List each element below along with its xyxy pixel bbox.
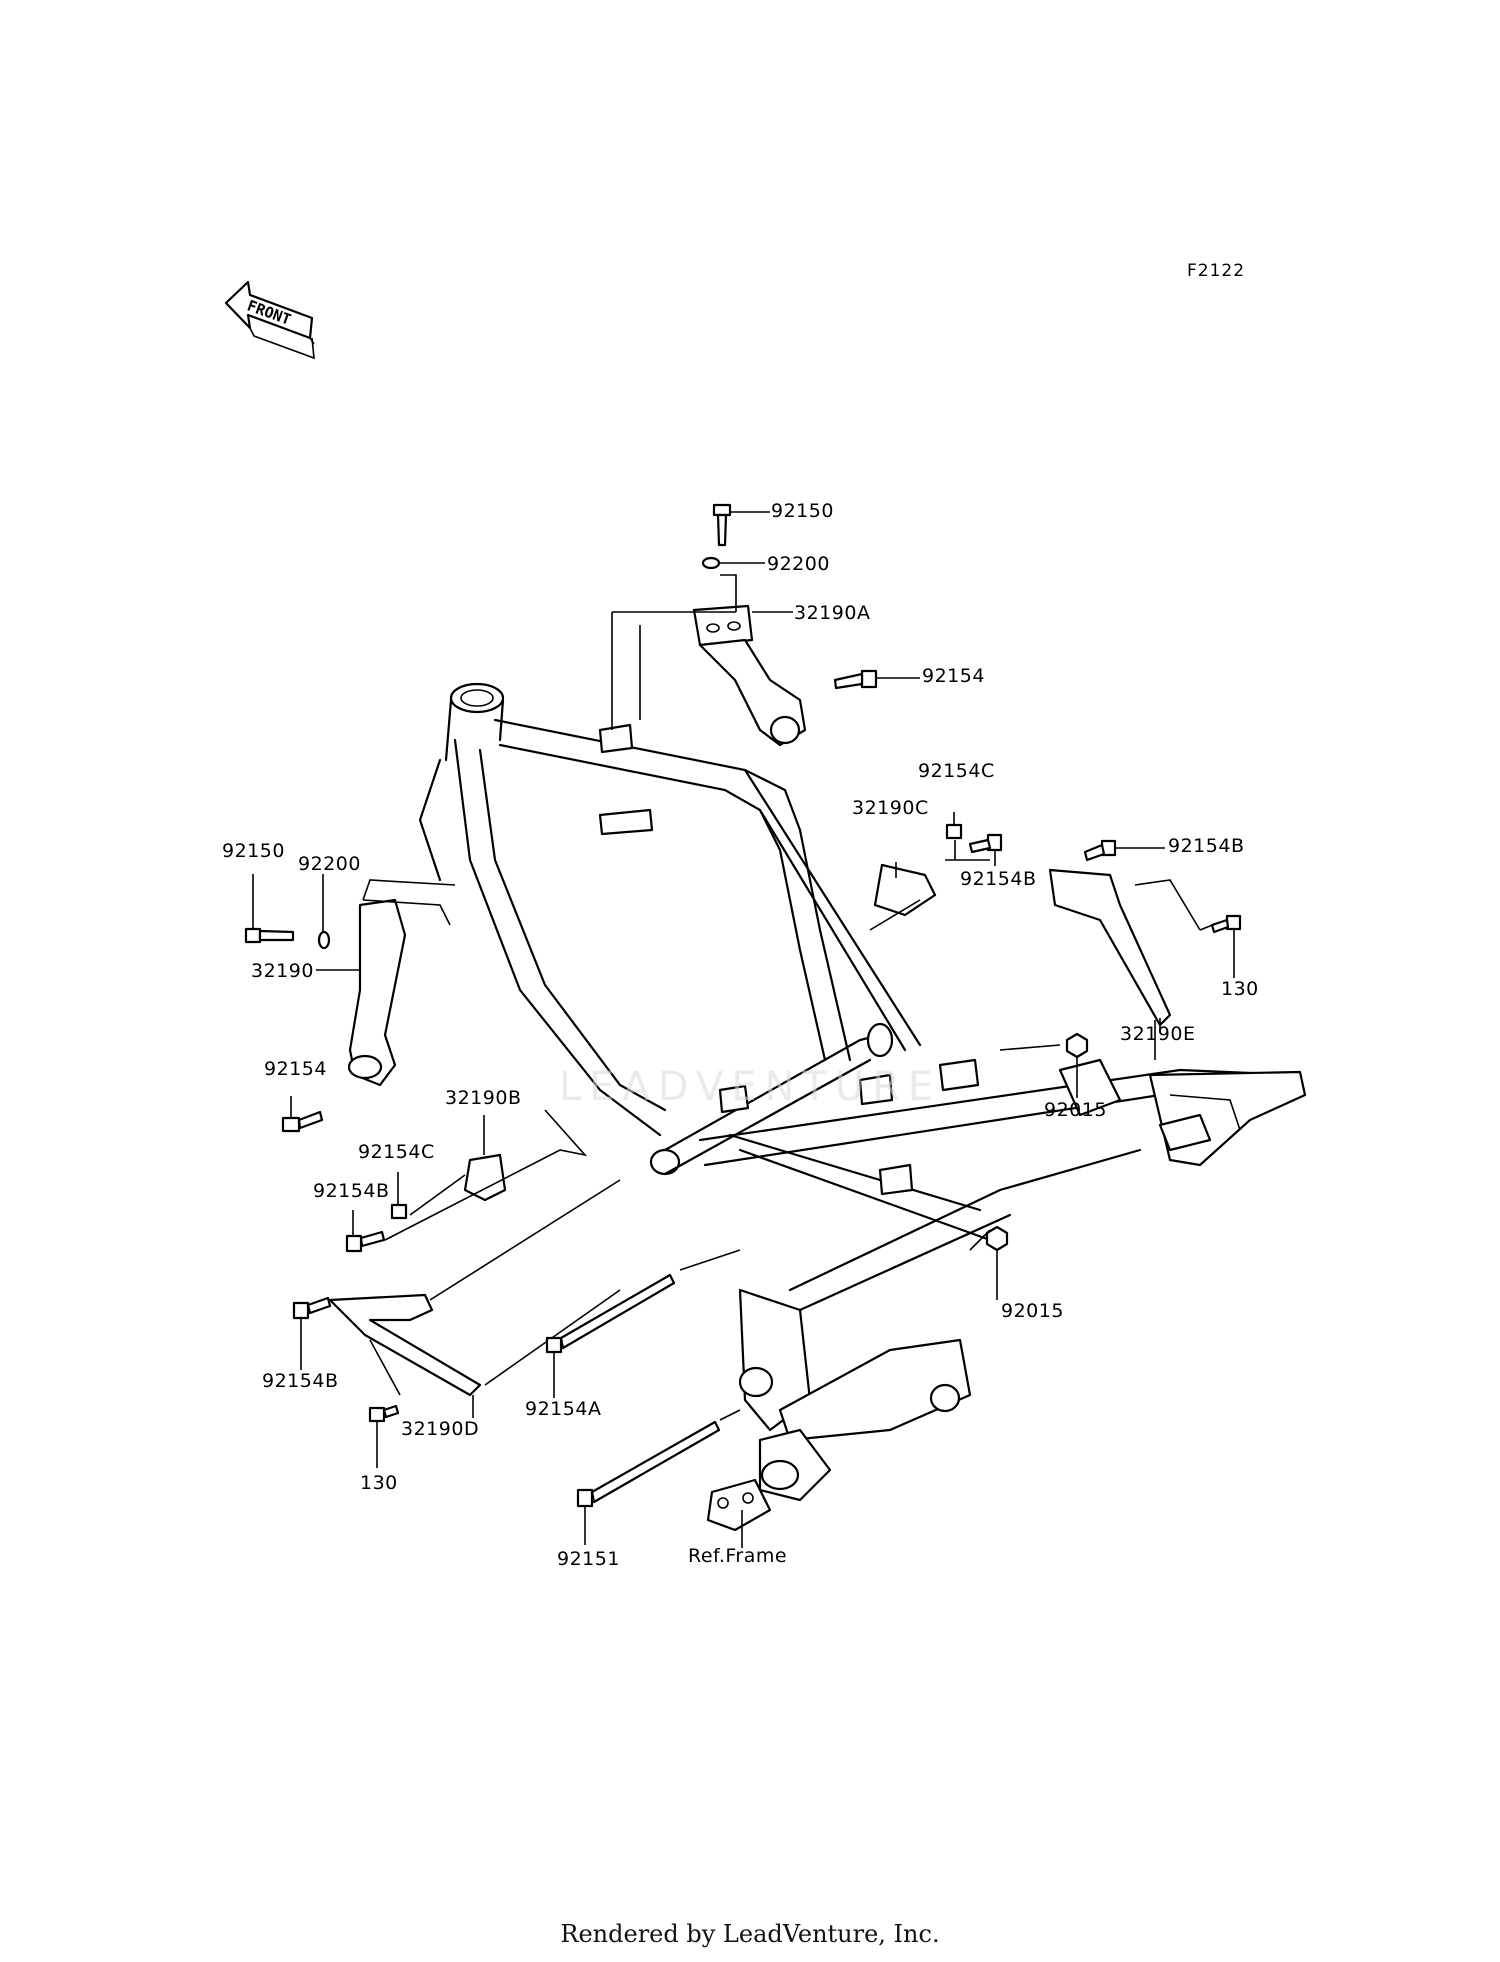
- label-92154b-right: 92154B: [960, 868, 1037, 890]
- label-92154a: 92154A: [525, 1398, 602, 1420]
- bolt-92150-left-icon: [244, 927, 295, 944]
- bolt-92154b-lower-left-icon: [292, 1296, 332, 1320]
- label-92200-top: 92200: [767, 553, 830, 575]
- bolt-92154-top-icon: [833, 669, 878, 690]
- bolt-92150-top-icon: [712, 503, 732, 547]
- nut-92015-lower-icon: [985, 1225, 1009, 1252]
- washer-92200-top-icon: [701, 556, 721, 570]
- bracket-32190a: [692, 604, 807, 747]
- bolt-92154-left-icon: [281, 1110, 324, 1133]
- label-92150-left: 92150: [222, 840, 285, 862]
- figure-id: F2122: [1187, 261, 1246, 281]
- label-32190a: 32190A: [794, 602, 871, 624]
- label-32190c: 32190C: [852, 797, 929, 819]
- label-92154c-left: 92154C: [358, 1141, 435, 1163]
- bolt-92154b-left-icon: [345, 1230, 386, 1253]
- label-92015-upper: 92015: [1044, 1099, 1107, 1121]
- front-arrow-icon: FRONT: [224, 280, 315, 360]
- label-ref-frame: Ref.Frame: [688, 1545, 788, 1567]
- bracket-32190: [348, 898, 407, 1087]
- label-92154-top: 92154: [922, 665, 985, 687]
- label-92154b-far-right: 92154B: [1168, 835, 1245, 857]
- label-92150-top: 92150: [771, 500, 834, 522]
- label-92015-lower: 92015: [1001, 1300, 1064, 1322]
- label-130-right: 130: [1221, 978, 1259, 1000]
- bracket-32190e: [1048, 868, 1172, 1027]
- svg-text:LEADVENTURE: LEADVENTURE: [559, 1064, 941, 1110]
- label-92154b-left: 92154B: [313, 1180, 390, 1202]
- bracket-32190b: [463, 1153, 507, 1202]
- bolt-130-right-icon: [1210, 914, 1242, 934]
- bolt-92154b-far-right-icon: [1083, 839, 1117, 862]
- nut-92015-upper-icon: [1065, 1032, 1089, 1059]
- footer-credit: Rendered by LeadVenture, Inc.: [560, 1920, 940, 1948]
- label-92154-left: 92154: [264, 1058, 327, 1080]
- bolt-92154b-right-icon: [968, 833, 1003, 854]
- motorcycle-frame: LEADVENTURE: [418, 682, 1307, 1532]
- label-32190b: 32190B: [445, 1087, 522, 1109]
- bolt-92154c-right-icon: [945, 823, 963, 840]
- bolt-130-left-icon: [368, 1404, 400, 1423]
- washer-92200-left-icon: [317, 930, 331, 950]
- label-130-left: 130: [360, 1472, 398, 1494]
- bolt-92151-icon: [576, 1420, 721, 1508]
- label-32190e: 32190E: [1120, 1023, 1196, 1045]
- bracket-32190d: [328, 1293, 482, 1397]
- bracket-32190c: [873, 863, 937, 917]
- label-32190d: 32190D: [401, 1418, 480, 1440]
- label-92151: 92151: [557, 1548, 620, 1570]
- label-92200-left: 92200: [298, 853, 361, 875]
- bolt-92154c-left-icon: [390, 1203, 408, 1220]
- label-92154c-right: 92154C: [918, 760, 995, 782]
- bolt-92154a-icon: [545, 1273, 676, 1354]
- label-92154b-lower-left: 92154B: [262, 1370, 339, 1392]
- label-32190: 32190: [251, 960, 314, 982]
- leader-lines: [252, 511, 1235, 1548]
